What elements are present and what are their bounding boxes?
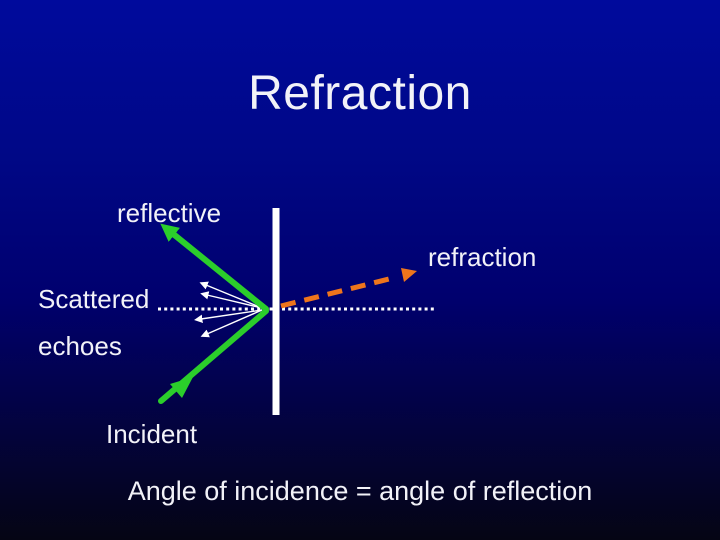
- scattered-echo-arrow: [200, 309, 263, 338]
- slide-title: Refraction: [248, 67, 472, 120]
- incident-ray-arrowhead-icon: [170, 377, 193, 398]
- scattered-echo-arrow: [200, 291, 263, 309]
- slide-caption: Angle of incidence = angle of reflection: [127, 476, 593, 506]
- refracted-ray-dashed-line: [280, 274, 398, 309]
- reflective-label: reflective: [117, 198, 222, 228]
- scattered-label: Scattered: [38, 284, 150, 314]
- refracted-ray-arrowhead-icon: [401, 268, 417, 282]
- refraction-label: refraction: [428, 242, 537, 272]
- echoes-label: echoes: [38, 331, 122, 361]
- incident-label: Incident: [106, 419, 198, 449]
- scattered-echo-arrow: [194, 309, 263, 323]
- reflected-ray-arrow: [160, 223, 269, 312]
- scattered-echo-arrow: [199, 281, 263, 309]
